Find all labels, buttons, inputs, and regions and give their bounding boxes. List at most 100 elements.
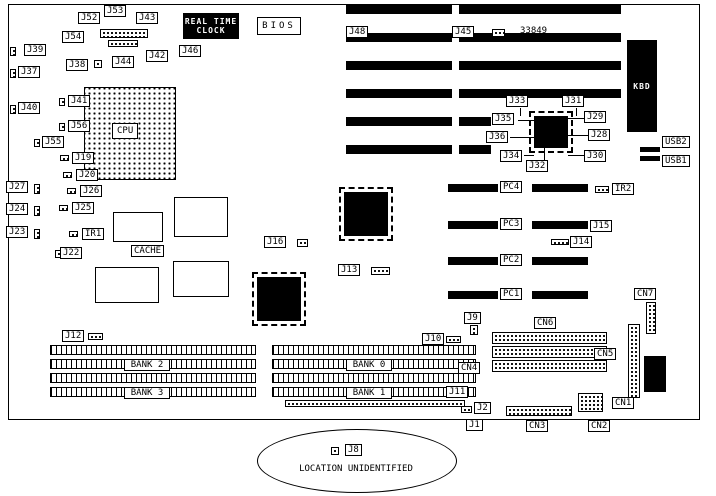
cache-label: CACHE xyxy=(131,245,165,257)
connector-label-j20: J20 xyxy=(76,169,99,181)
usb-header xyxy=(640,156,660,161)
leader-line xyxy=(518,120,534,121)
connector-label-ir2: IR2 xyxy=(612,183,635,195)
leader-line xyxy=(520,108,521,116)
connector-label-cn5: CN5 xyxy=(594,348,617,360)
asic-chip xyxy=(339,187,393,241)
connector-label-ir1: IR1 xyxy=(82,228,105,240)
ribbon-header xyxy=(492,346,607,358)
connector-label-j1: J1 xyxy=(466,419,483,431)
connector-label-j34: J34 xyxy=(500,150,523,162)
pin-header xyxy=(492,29,505,37)
pin-header xyxy=(34,184,40,194)
pci-slot-bar xyxy=(532,257,588,265)
pci-slot-bar xyxy=(532,221,588,229)
connector-label-j2: J2 xyxy=(474,402,491,414)
connector-label-cn2: CN2 xyxy=(588,420,611,432)
pin-header xyxy=(551,239,569,245)
pci-slot-bar xyxy=(448,221,498,229)
connector-label-j41: J41 xyxy=(68,95,91,107)
pin-header xyxy=(506,406,572,416)
ribbon-header xyxy=(492,360,607,372)
component-chip xyxy=(644,356,666,392)
connector-label-j10: J10 xyxy=(422,333,445,345)
connector-label-j36: J36 xyxy=(486,131,509,143)
connector-label-j39: J39 xyxy=(24,44,47,56)
simm-socket xyxy=(50,345,256,355)
connector-label-j29: J29 xyxy=(584,111,607,123)
connector-label-j48: J48 xyxy=(346,26,369,38)
leader-line xyxy=(544,148,545,160)
rtc-module: REAL TIME CLOCK xyxy=(183,13,239,39)
connector-label-j56: J56 xyxy=(68,120,91,132)
connector-label-j26: J26 xyxy=(80,185,103,197)
connector-label-j52: J52 xyxy=(78,12,101,24)
connector-label-j46: J46 xyxy=(179,45,202,57)
simm-socket xyxy=(50,373,256,383)
connector-label-cn1: CN1 xyxy=(612,397,635,409)
slot-label-pc2: PC2 xyxy=(500,254,523,266)
cache-chip xyxy=(174,197,228,237)
isa-slot-bar xyxy=(459,145,491,154)
leader-line xyxy=(524,155,534,156)
connector-label-usb1: USB1 xyxy=(662,155,690,167)
pin-header xyxy=(446,336,461,343)
pin-header xyxy=(646,302,656,334)
pci-slot-bar xyxy=(448,291,498,299)
pci-slot-bar xyxy=(532,184,588,192)
connector-label-cn7: CN7 xyxy=(634,288,657,300)
connector-label-j12: J12 xyxy=(62,330,85,342)
connector-label-j31: J31 xyxy=(562,95,585,107)
ribbon-header xyxy=(492,332,607,344)
jumper-block-chip xyxy=(529,111,573,153)
connector-label-j37: J37 xyxy=(18,66,41,78)
pin-header xyxy=(59,205,68,211)
pin-header xyxy=(59,98,65,106)
cache-chip xyxy=(113,212,163,242)
connector-label-j11: J11 xyxy=(446,386,469,398)
pin-header xyxy=(69,231,78,237)
simm-socket xyxy=(272,373,476,383)
pin-header xyxy=(59,123,65,131)
connector-label-j25: J25 xyxy=(72,202,95,214)
simm-socket xyxy=(272,345,476,355)
leader-line xyxy=(568,155,584,156)
pin-header xyxy=(285,400,465,407)
pin-grid xyxy=(578,393,603,412)
isa-slot-bar xyxy=(346,89,452,98)
pci-slot-bar xyxy=(532,291,588,299)
connector-label-j43: J43 xyxy=(136,12,159,24)
connector-label-j33: J33 xyxy=(506,95,529,107)
connector-label-j9: J9 xyxy=(464,312,481,324)
pci-slot-bar xyxy=(448,184,498,192)
isa-slot-bar xyxy=(346,5,452,14)
pin-header xyxy=(461,406,472,413)
bank1-label: BANK 1 xyxy=(346,387,392,399)
rtc-label-line1: REAL TIME xyxy=(184,17,238,26)
pin-header xyxy=(60,155,69,161)
pin-header xyxy=(108,40,138,47)
leader-line xyxy=(568,135,588,136)
slot-label-pc1: PC1 xyxy=(500,288,523,300)
rtc-label-line2: CLOCK xyxy=(196,26,226,35)
cache-chip xyxy=(173,261,229,297)
connector-label-j44: J44 xyxy=(112,56,135,68)
bios-chip: BIOS xyxy=(257,17,301,35)
pin-header xyxy=(297,239,308,247)
isa-slot-bar xyxy=(459,61,621,70)
connector-label-j27: J27 xyxy=(6,181,29,193)
pin-header xyxy=(595,186,609,193)
pin-header xyxy=(63,172,72,178)
leader-line xyxy=(568,118,584,119)
pin-header xyxy=(10,105,16,114)
pin-header xyxy=(10,47,16,56)
connector-label-j42: J42 xyxy=(146,50,169,62)
note-ellipse xyxy=(257,429,457,493)
connector-label-j13: J13 xyxy=(338,264,361,276)
slot-label-pc3: PC3 xyxy=(500,218,523,230)
part-number-text: 33849 xyxy=(520,26,548,36)
isa-slot-bar xyxy=(346,33,452,42)
connector-label-j53: J53 xyxy=(104,5,127,17)
connector-label-cn3: CN3 xyxy=(526,420,549,432)
